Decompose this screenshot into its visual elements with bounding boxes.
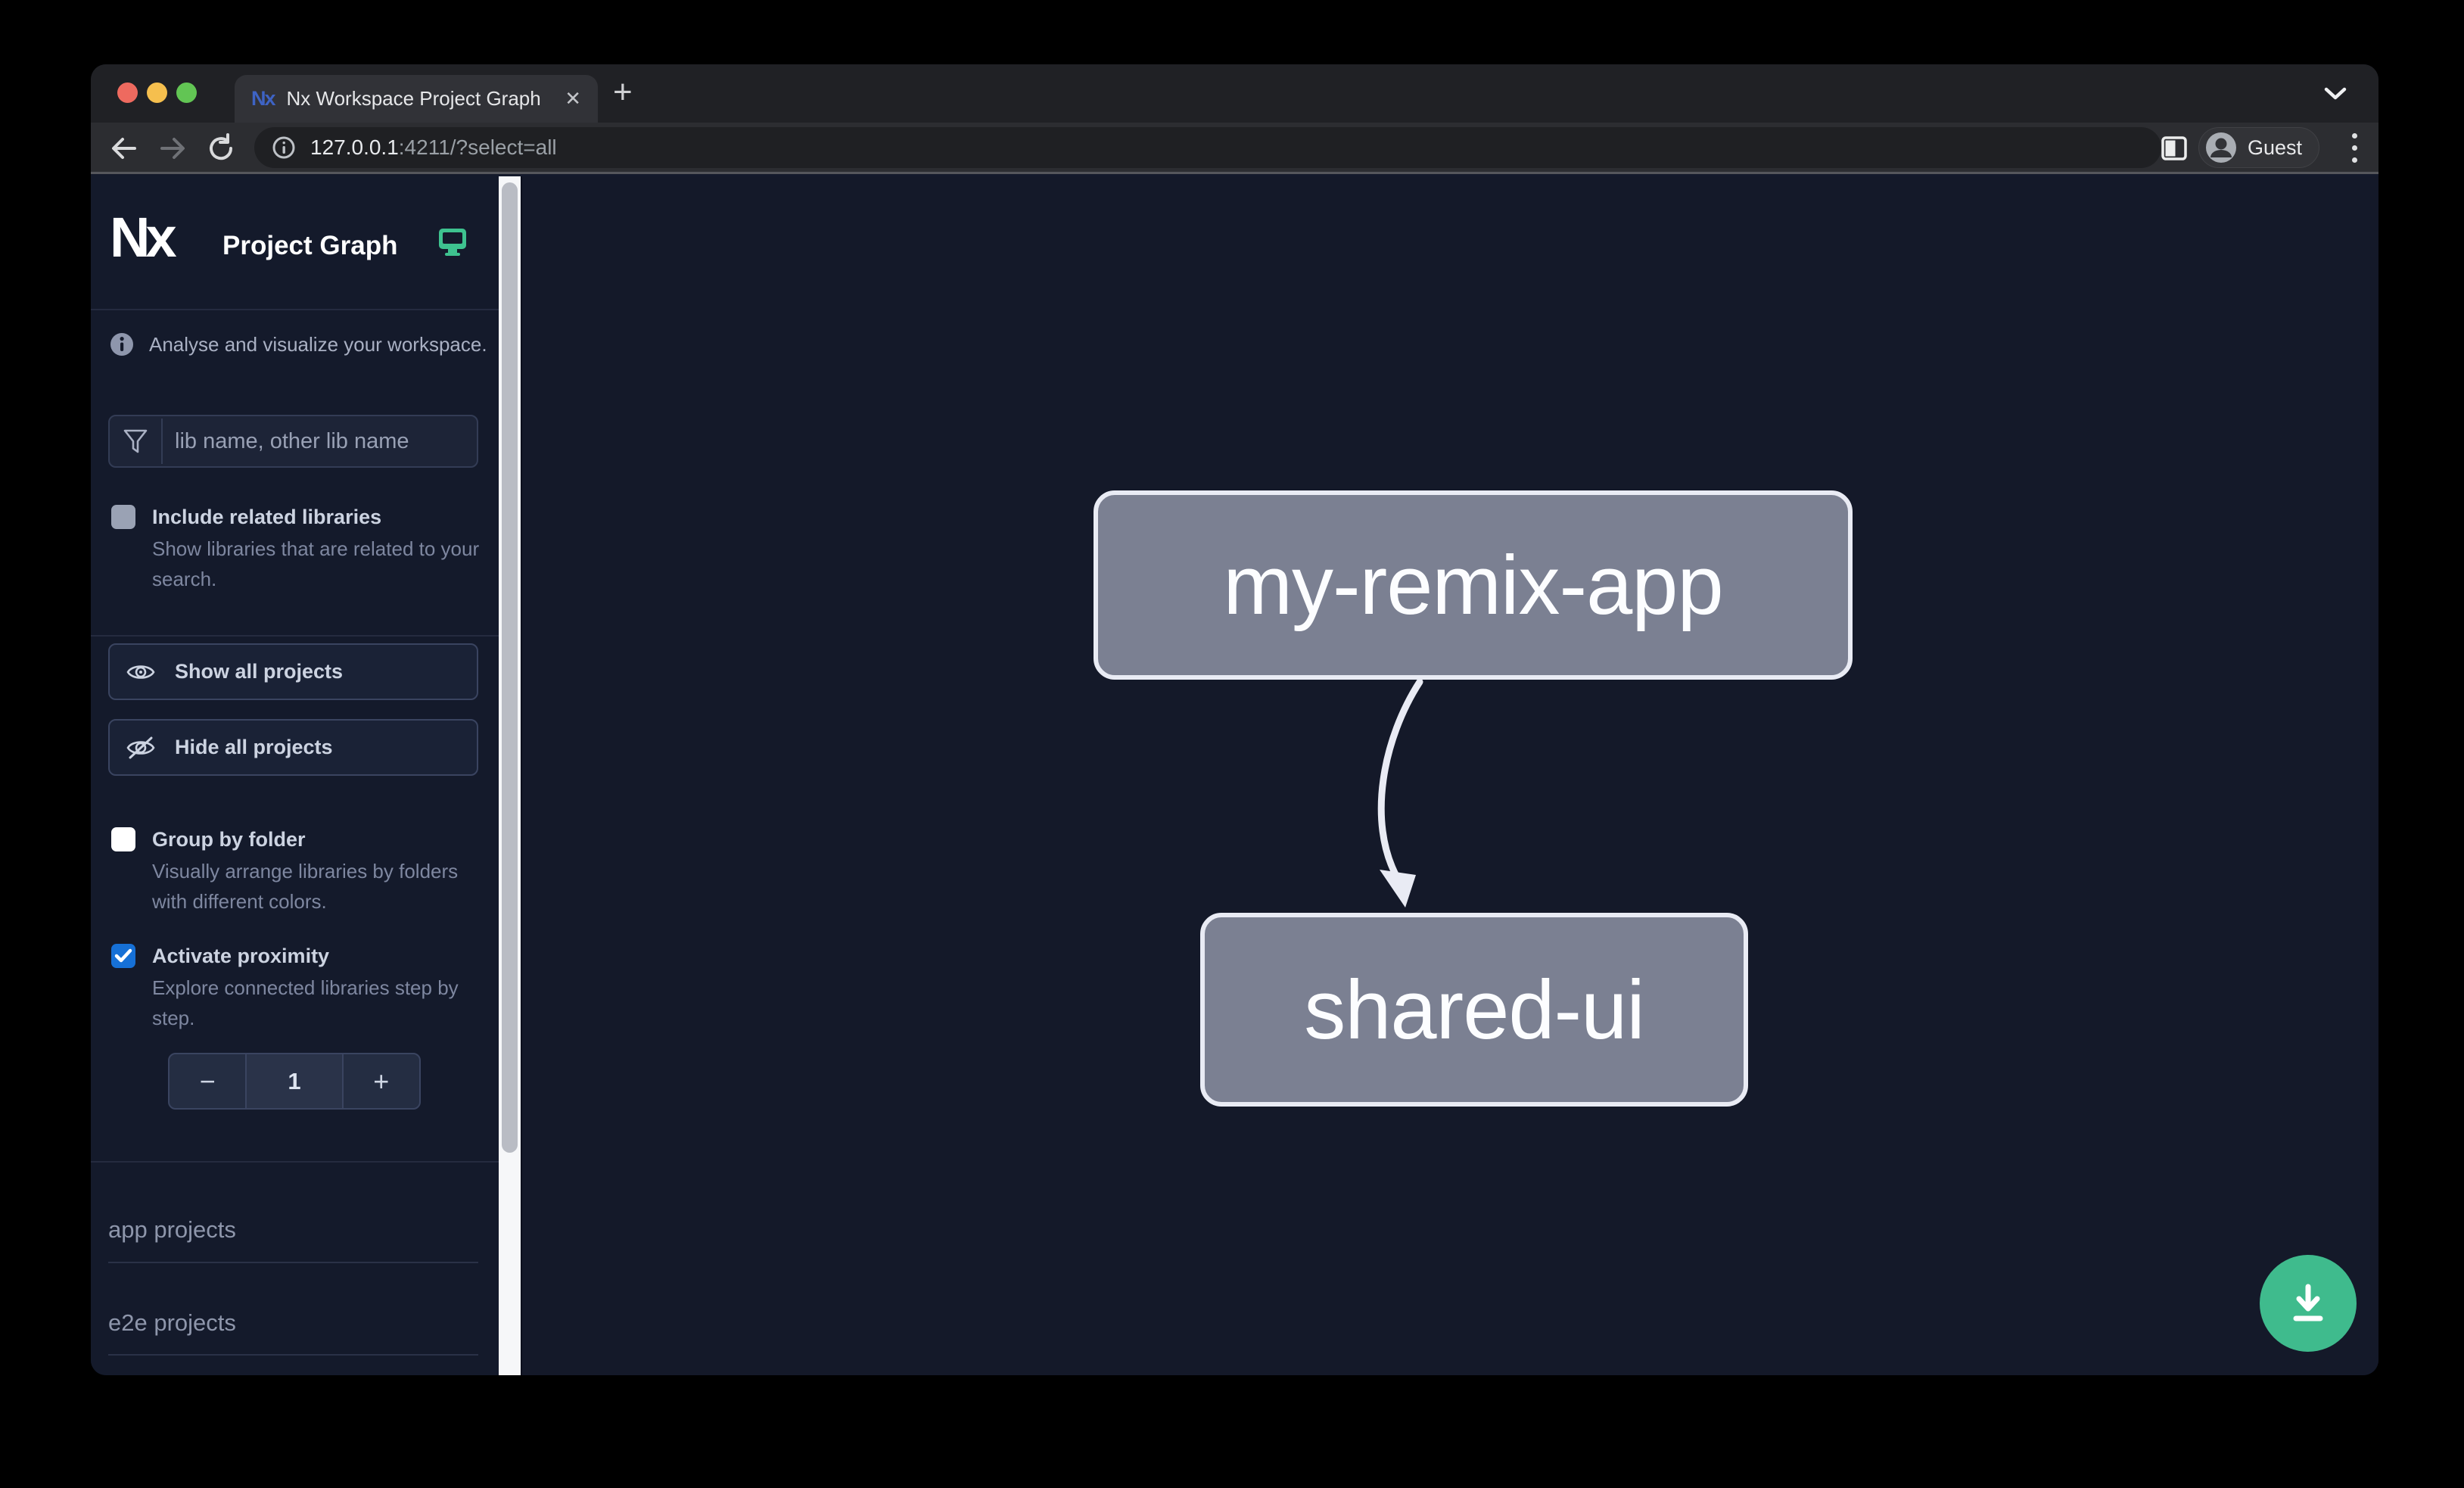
include-related-checkbox[interactable] xyxy=(111,505,135,529)
option-description: Visually arrange libraries by folders wi… xyxy=(152,860,459,913)
option-description: Explore connected libraries step by step… xyxy=(152,976,459,1029)
nx-favicon-icon: Nx xyxy=(251,87,275,110)
divider xyxy=(108,1262,478,1263)
browser-menu-icon[interactable] xyxy=(2352,133,2357,163)
divider xyxy=(91,309,499,310)
forward-icon[interactable] xyxy=(157,133,188,167)
nx-logo: Nx xyxy=(110,206,177,269)
tagline-text: Analyse and visualize your workspace. xyxy=(149,332,487,356)
section-e2e-projects[interactable]: e2e projects xyxy=(108,1309,236,1336)
option-label[interactable]: Include related libraries xyxy=(152,506,382,528)
avatar xyxy=(2205,132,2236,163)
tab-title: Nx Workspace Project Graph xyxy=(286,87,541,110)
option-description: Show libraries that are related to your … xyxy=(152,537,480,590)
activate-proximity-checkbox[interactable] xyxy=(111,944,135,968)
reload-icon[interactable] xyxy=(206,133,236,167)
increment-button[interactable]: + xyxy=(373,1065,390,1097)
button-label: Hide all projects xyxy=(175,736,333,758)
zoom-window-button[interactable] xyxy=(176,82,197,103)
decrement-button[interactable]: − xyxy=(199,1065,216,1097)
close-window-button[interactable] xyxy=(117,82,138,103)
group-by-folder-checkbox[interactable] xyxy=(111,827,135,851)
section-app-projects[interactable]: app projects xyxy=(108,1216,236,1243)
check-icon xyxy=(114,948,132,963)
download-icon xyxy=(2293,1284,2323,1321)
site-info-icon[interactable] xyxy=(271,135,297,160)
page-title: Project Graph xyxy=(222,231,398,260)
page-content: Nx Project Graph Analyse and visualize y… xyxy=(91,176,2378,1375)
scrollbar-thumb[interactable] xyxy=(502,182,518,1153)
divider xyxy=(91,635,499,637)
side-panel-icon[interactable] xyxy=(2161,135,2188,166)
divider xyxy=(161,419,163,464)
download-graph-button[interactable] xyxy=(2260,1255,2357,1352)
tab-nx-workspace[interactable]: Nx Nx Workspace Project Graph ✕ xyxy=(235,75,598,123)
button-label: Show all projects xyxy=(175,660,344,683)
profile-chip[interactable]: Guest xyxy=(2198,127,2319,168)
browser-toolbar: 127.0.0.1:4211/?select=all Guest xyxy=(91,123,2378,174)
browser-window: Nx Nx Workspace Project Graph ✕ + 127.0.… xyxy=(91,64,2378,1375)
tab-bar: Nx Nx Workspace Project Graph ✕ + xyxy=(91,64,2378,123)
graph-node-my-remix-app[interactable]: my-remix-app xyxy=(1094,490,1853,680)
sidebar-scrollbar[interactable] xyxy=(499,176,521,1375)
filter-box xyxy=(108,415,478,468)
profile-name: Guest xyxy=(2247,135,2302,159)
search-input[interactable] xyxy=(163,416,477,466)
option-label[interactable]: Activate proximity xyxy=(152,945,330,967)
eye-off-icon xyxy=(126,736,155,758)
graph-canvas[interactable]: my-remix-app shared-ui xyxy=(521,176,2378,1375)
depth-value: 1 xyxy=(245,1054,344,1108)
tab-close-icon[interactable]: ✕ xyxy=(565,87,581,110)
eye-icon xyxy=(126,665,155,679)
graph-node-shared-ui[interactable]: shared-ui xyxy=(1200,913,1748,1107)
theme-monitor-icon[interactable] xyxy=(437,226,468,260)
filter-icon xyxy=(123,429,148,453)
hide-all-projects-button[interactable]: Hide all projects xyxy=(108,719,478,776)
dependency-edge xyxy=(1377,678,1423,907)
tagline-row: Analyse and visualize your workspace. xyxy=(110,332,487,356)
option-label[interactable]: Group by folder xyxy=(152,828,306,851)
divider xyxy=(108,1354,478,1356)
show-all-projects-button[interactable]: Show all projects xyxy=(108,643,478,700)
sidebar: Nx Project Graph Analyse and visualize y… xyxy=(91,176,499,1375)
tab-search-chevron-icon[interactable] xyxy=(2324,87,2347,104)
info-icon xyxy=(110,333,133,356)
proximity-depth-stepper: − 1 + xyxy=(168,1053,421,1110)
back-icon[interactable] xyxy=(109,133,139,167)
url-text: 127.0.0.1:4211/?select=all xyxy=(310,135,557,159)
minimize-window-button[interactable] xyxy=(147,82,167,103)
address-bar[interactable]: 127.0.0.1:4211/?select=all xyxy=(254,127,2161,168)
new-tab-button[interactable]: + xyxy=(613,73,633,111)
divider xyxy=(91,1161,499,1163)
